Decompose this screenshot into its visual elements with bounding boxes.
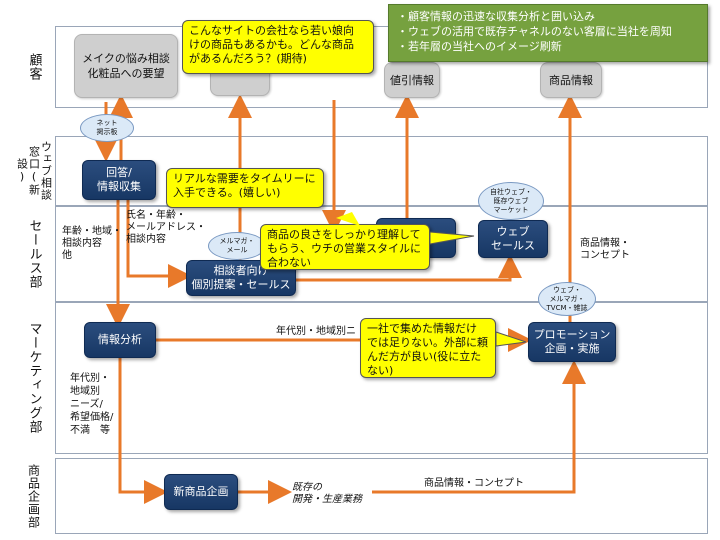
age-region-flow-text: 年代別・地域別ニ (276, 326, 356, 337)
lane-label-product-planning: 商品企画部 (12, 458, 56, 534)
sales-concept-note: 商品情報・ コンセプト (580, 238, 630, 262)
lane-label-customer: 顧客 (12, 26, 56, 108)
consult-line2: 個別提案・セールス (191, 278, 291, 291)
callout-info-line3: んだ方が良い(役に立た (367, 350, 482, 363)
answer-collect-box[interactable]: 回答/ 情報収集 (82, 160, 156, 200)
web-tvcm-line2: メルマガ・ (549, 294, 585, 303)
own-web-line3: マーケット (493, 205, 529, 214)
callout-info-line1: 一社で集めた情報だけ (367, 322, 477, 335)
needs-line1: 年代別・ (70, 373, 110, 384)
web-sales-line1: ウェブ (496, 225, 530, 238)
lane-label-sales: セールス部 (12, 206, 56, 302)
goals-box: ・顧客情報の迅速な収集分析と囲い込み ・ウェブの活用で既存チャネルのない客層に当… (388, 4, 708, 62)
callout-realtime-line2: 入手できる。(嬉しい) (173, 186, 281, 199)
promotion-line1: プロモーション (533, 328, 611, 341)
age-region-note: 年齢・地域・ 相談内容 他 (62, 226, 122, 262)
own-web-line2: 既存ウェブ (493, 196, 529, 205)
web-tvcm-bubble: ウェブ・ メルマガ・ TVCM・雑誌 (538, 282, 596, 316)
web-tvcm-line3: TVCM・雑誌 (546, 303, 588, 312)
discount-info-box[interactable]: 値引情報 (384, 62, 440, 98)
mailmag-line1: メルマガ・ (219, 237, 255, 245)
arrow-answer-to-consult (126, 200, 192, 288)
name-age-note: 氏名・年齢・ メールアドレス・ 相談内容 (126, 210, 206, 246)
own-web-bubble: 自社ウェブ・ 既存ウェブ マーケット (478, 182, 544, 220)
needs-line3: ニーズ/ (70, 399, 103, 410)
arrow-consult-to-websales (296, 254, 522, 282)
needs-line2: 地域別 (70, 386, 100, 397)
promotion-box[interactable]: プロモーション 企画・実施 (528, 322, 616, 362)
age-region-flow-label: 年代別・地域別ニ (276, 326, 356, 338)
callout-quality-line2: もらう、ウチの営業スタイルに (267, 242, 421, 255)
needs-line4: 希望価格/ (70, 412, 114, 423)
mailmag-bubble: メルマガ・ メール (208, 232, 266, 260)
lane-label-web-window: ウェブ相談窓口(新設) (12, 136, 56, 206)
name-age-line1: 氏名・年齢・ (126, 210, 186, 221)
bottom-concept-text: 商品情報・コンセプト (424, 478, 524, 489)
needs-note: 年代別・ 地域別 ニーズ/ 希望価格/ 不満 等 (70, 372, 113, 437)
customer-expectation-callout: こんなサイトの会社なら若い娘向 けの商品もあるかも。どんな商品 があるんだろう？… (182, 20, 374, 74)
needs-line5: 不満 等 (70, 425, 110, 436)
lane-sales-title: セールス部 (26, 219, 42, 289)
net-board-line1: ネット (96, 119, 118, 127)
callout-top-line3: があるんだろう？(期待) (189, 52, 307, 65)
own-web-line1: 自社ウェブ・ (490, 187, 532, 196)
mailmag-line2: メール (226, 246, 248, 254)
existing-dev-line2: 開発・生産業務 (292, 494, 362, 505)
answer-line1: 回答/ (106, 166, 132, 179)
age-region-line2: 相談内容 (62, 238, 102, 249)
realtime-callout: リアルな需要をタイムリーに 入手できる。(嬉しい) (166, 168, 324, 208)
existing-dev-line1: 既存の (292, 482, 322, 493)
callout-top-line1: こんなサイトの会社なら若い娘向 (189, 24, 354, 37)
product-info-box[interactable]: 商品情報 (540, 62, 602, 98)
callout-top-line2: けの商品もあるかも。どんな商品 (189, 38, 354, 51)
callout-info-line4: ない) (367, 364, 394, 377)
consult-line1: 相談者向け (213, 264, 269, 277)
lane-product-planning-title: 商品企画部 (26, 463, 41, 529)
new-product-box[interactable]: 新商品企画 (164, 474, 238, 510)
name-age-line2: メールアドレス・ (126, 222, 206, 233)
callout-quality-line3: 合わない (267, 256, 311, 269)
age-region-line3: 他 (62, 250, 72, 261)
age-region-line1: 年齢・地域・ (62, 226, 122, 237)
info-callout: 一社で集めた情報だけ では足りない。外部に頼 んだ方が良い(役に立た ない) (360, 318, 496, 378)
lane-label-marketing: マーケティング部 (12, 302, 56, 454)
lane-web-window-title: ウェブ相談窓口(新設) (15, 141, 53, 201)
web-tvcm-line1: ウェブ・ (553, 285, 581, 294)
web-sales-line2: セールス (491, 239, 535, 252)
callout-realtime-line1: リアルな需要をタイムリーに (173, 172, 316, 185)
arrow-concept-to-promotion (372, 360, 586, 494)
quality-callout: 商品の良さをしっかり理解して もらう、ウチの営業スタイルに 合わない (260, 224, 430, 270)
answer-line2: 情報収集 (97, 180, 141, 193)
goal-3: ・若年層の当社へのイメージ刷新 (397, 40, 562, 53)
new-product-label: 新商品企画 (173, 485, 229, 498)
lane-customer-title: 顧客 (26, 53, 42, 81)
callout-info-line2: では足りない。外部に頼 (367, 336, 488, 349)
web-sales-box[interactable]: ウェブ セールス (478, 220, 548, 258)
product-info-label: 商品情報 (549, 73, 593, 87)
existing-dev-note: 既存の 開発・生産業務 (292, 482, 362, 506)
arrow-analysis-to-newproduct (118, 358, 168, 504)
discount-info-label: 値引情報 (390, 73, 434, 87)
concern-box[interactable]: メイクの悩み相談 化粧品への要望 (74, 34, 178, 98)
lane-marketing-title: マーケティング部 (26, 322, 42, 434)
info-analysis-label: 情報分析 (98, 333, 142, 346)
promotion-line2: 企画・実施 (544, 342, 600, 355)
net-board-line2: 掲示板 (96, 128, 118, 136)
concern-line2: 化粧品への要望 (87, 67, 165, 80)
info-analysis-box[interactable]: 情報分析 (84, 322, 156, 358)
sales-concept-line1: 商品情報・ (580, 238, 630, 249)
callout-quality-line1: 商品の良さをしっかり理解して (267, 228, 421, 241)
net-board-bubble: ネット 掲示板 (80, 114, 134, 142)
goal-1: ・顧客情報の迅速な収集分析と囲い込み (397, 10, 595, 23)
goal-2: ・ウェブの活用で既存チャネルのない客層に当社を周知 (397, 25, 672, 38)
bottom-concept-label: 商品情報・コンセプト (424, 478, 524, 490)
name-age-line3: 相談内容 (126, 234, 166, 245)
concern-line1: メイクの悩み相談 (82, 52, 170, 65)
sales-concept-line2: コンセプト (580, 250, 630, 261)
